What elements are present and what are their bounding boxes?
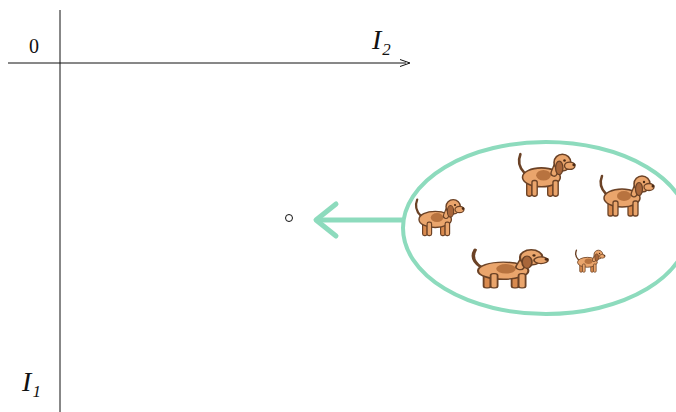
dog-icon (601, 176, 655, 216)
dog-icon (576, 250, 606, 272)
group-ellipse (403, 142, 676, 314)
axis-arrowhead (400, 60, 410, 67)
origin-label: 0 (29, 36, 39, 56)
dog-icon (416, 200, 464, 236)
axis-label: I₂ (372, 26, 391, 54)
pointer-arrow (318, 218, 402, 223)
axis-line (60, 10, 61, 412)
axis-label: I₁ (22, 368, 41, 396)
pointer-arrowhead (316, 204, 336, 236)
axis-line (8, 63, 406, 64)
dog-icon (473, 250, 548, 288)
data-point (286, 215, 293, 222)
dog-icon (519, 154, 576, 196)
